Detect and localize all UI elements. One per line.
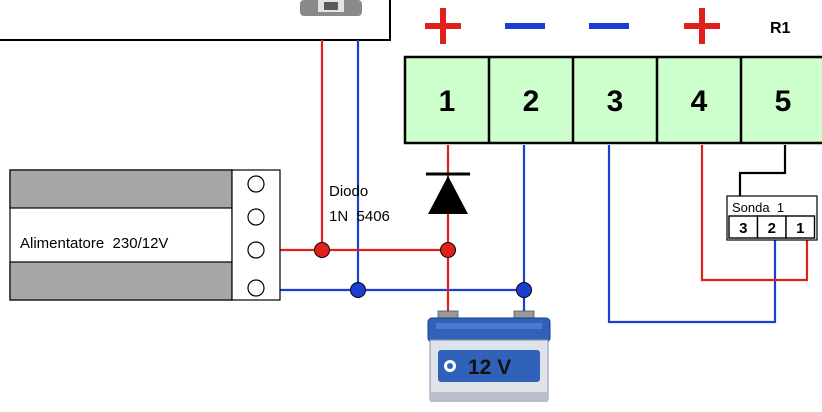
supply-terminal xyxy=(247,208,265,226)
battery-lid xyxy=(427,317,551,343)
terminal-number: 3 xyxy=(607,85,624,118)
terminal-block: 1 2 3 4 5 xyxy=(403,55,822,145)
node-negative xyxy=(350,282,366,298)
sensor-pin-cell xyxy=(785,215,816,239)
diode-symbol xyxy=(428,176,468,214)
supply-terminal-negative xyxy=(247,279,265,297)
sensor-title: Sonda 1 xyxy=(732,200,784,215)
junction-nodes xyxy=(314,242,532,298)
power-supply-bottom-band xyxy=(9,261,233,301)
diode-label-line1: Diodo xyxy=(329,183,368,200)
minus-sign-icon xyxy=(589,23,629,29)
sensor-pin-number: 1 xyxy=(796,220,804,237)
terminal-number: 2 xyxy=(523,85,540,118)
wire-terminal5 xyxy=(738,145,787,196)
sensor: Sonda 1 3 2 1 xyxy=(726,195,818,241)
node-negative xyxy=(516,282,532,298)
device-box xyxy=(0,0,391,41)
power-supply: Alimentatore 230/12V xyxy=(9,169,281,301)
plus-sign-icon xyxy=(440,8,446,44)
terminal-number: 5 xyxy=(775,85,792,118)
node-positive xyxy=(440,242,456,258)
diode: Diodo 1N 5406 xyxy=(329,172,470,225)
power-supply-top-band xyxy=(9,169,233,209)
power-supply-label: Alimentatore 230/12V xyxy=(20,235,168,252)
sensor-pin-number: 3 xyxy=(739,220,747,237)
node-positive xyxy=(314,242,330,258)
diode-label-line2: 1N 5406 xyxy=(329,208,390,225)
sensor-pin-number: 2 xyxy=(768,220,776,237)
battery-voltage: 12 V xyxy=(468,356,511,379)
battery: 12 V xyxy=(427,310,551,402)
terminal-number: 1 xyxy=(439,85,456,118)
battery-label-panel xyxy=(438,350,540,382)
plus-sign-icon xyxy=(699,8,705,44)
relay-name: R1 xyxy=(770,20,791,37)
polarity-markers xyxy=(425,8,720,44)
terminal-number: 4 xyxy=(691,85,708,118)
supply-terminal xyxy=(247,175,265,193)
supply-terminal-positive xyxy=(247,241,265,259)
wires xyxy=(263,40,809,324)
device-connector-image xyxy=(300,0,362,16)
wire-terminal4 xyxy=(700,145,809,282)
minus-sign-icon xyxy=(505,23,545,29)
